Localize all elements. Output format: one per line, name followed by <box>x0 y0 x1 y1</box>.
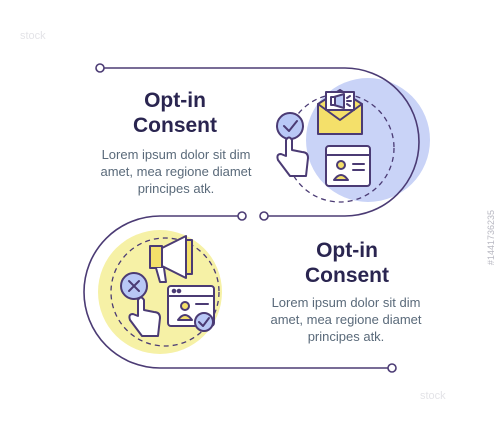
watermark-text: stock <box>20 30 46 42</box>
watermark-text: stock <box>420 390 446 402</box>
reject-hand-icon <box>120 272 161 337</box>
step-2-title: Opt-in Consent <box>305 239 389 287</box>
step-1-title: Opt-in Consent <box>133 89 217 137</box>
connector-line-1 <box>100 67 420 217</box>
advertising-consent-icon <box>120 235 215 337</box>
stock-id-label: #1441736235 <box>486 210 496 266</box>
connector-dot <box>259 211 269 221</box>
connector-line-2 <box>83 215 392 369</box>
megaphone-icon <box>149 235 193 283</box>
connector-dot <box>95 63 105 73</box>
email-marketing-consent-icon <box>276 89 371 187</box>
profile-card-icon <box>325 145 371 187</box>
connector-dot <box>387 363 397 373</box>
megaphone-small-icon <box>330 93 352 109</box>
dashed-ring-2 <box>110 237 220 347</box>
check-hand-icon <box>276 112 309 177</box>
connector-dot <box>237 211 247 221</box>
step-2-description: Lorem ipsum dolor sit dim amet, mea regi… <box>270 295 422 344</box>
step-1-description: Lorem ipsum dolor sit dim amet, mea regi… <box>100 147 252 196</box>
browser-profile-icon <box>167 285 215 332</box>
